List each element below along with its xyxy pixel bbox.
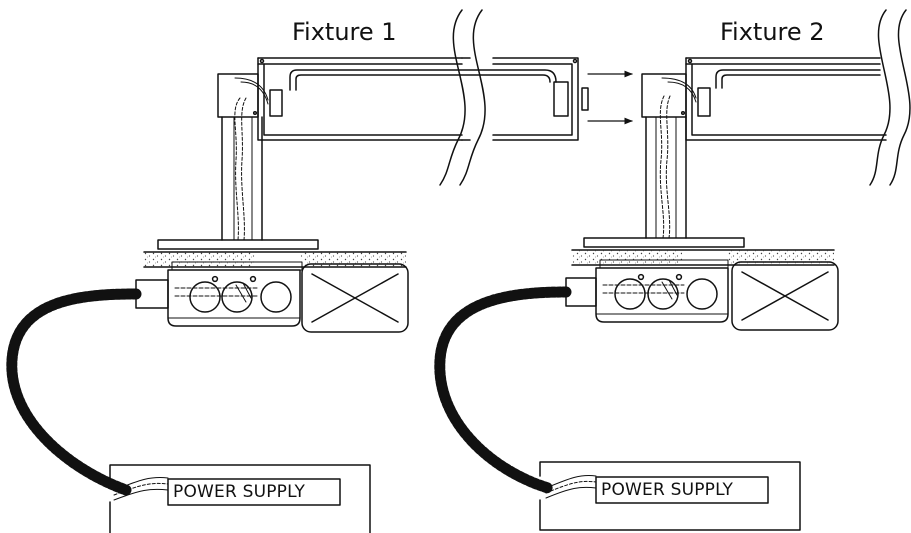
- connection-arrows: [587, 70, 633, 125]
- fixture-1-power-supply-label: POWER SUPPLY: [173, 482, 306, 502]
- fixture-1-end-plug: [581, 87, 589, 111]
- fixture-2-label: Fixture 2: [720, 18, 825, 46]
- fixture-2-conduit-stem: [645, 77, 697, 239]
- fixture-1-break-lines: [439, 9, 486, 186]
- fixture-2-power-supply-enclosure: [539, 461, 801, 531]
- fixture-2-assembly: [434, 9, 911, 531]
- fixture-1-flex-conduit: [6, 288, 142, 496]
- fixture-2-internal-wire: [715, 69, 881, 89]
- fixture-2-power-supply-label: POWER SUPPLY: [601, 480, 734, 500]
- fixture-2-flex-conduit: [434, 286, 572, 494]
- fixture-1-internal-wire: [289, 69, 557, 91]
- fixture-1-floor-slab: [143, 251, 407, 271]
- fixture-1-junction-box: [217, 73, 259, 118]
- fixture-1-label: Fixture 1: [292, 18, 397, 46]
- fixture-2-break-lines: [869, 9, 911, 186]
- fixture-1-end-connector: [553, 81, 569, 117]
- fixture-1-power-supply-enclosure: [109, 464, 371, 533]
- fixture-2-floor-box: [595, 267, 729, 323]
- fixture-1-mounting-plate: [157, 239, 319, 250]
- fixture-1-adjacent-box: [301, 263, 409, 333]
- fixture-1-assembly: [6, 9, 589, 533]
- fixture-2-adjacent-box: [731, 261, 839, 331]
- fixture-1-floor-box: [167, 269, 301, 327]
- fixture-2-wire-connector: [697, 87, 711, 117]
- fixture-1-conduit-stem: [221, 77, 269, 241]
- fixture-2-floor-slab: [571, 249, 835, 269]
- fixture-2-mounting-plate: [583, 237, 745, 248]
- fixture-1-wire-connector: [269, 89, 283, 117]
